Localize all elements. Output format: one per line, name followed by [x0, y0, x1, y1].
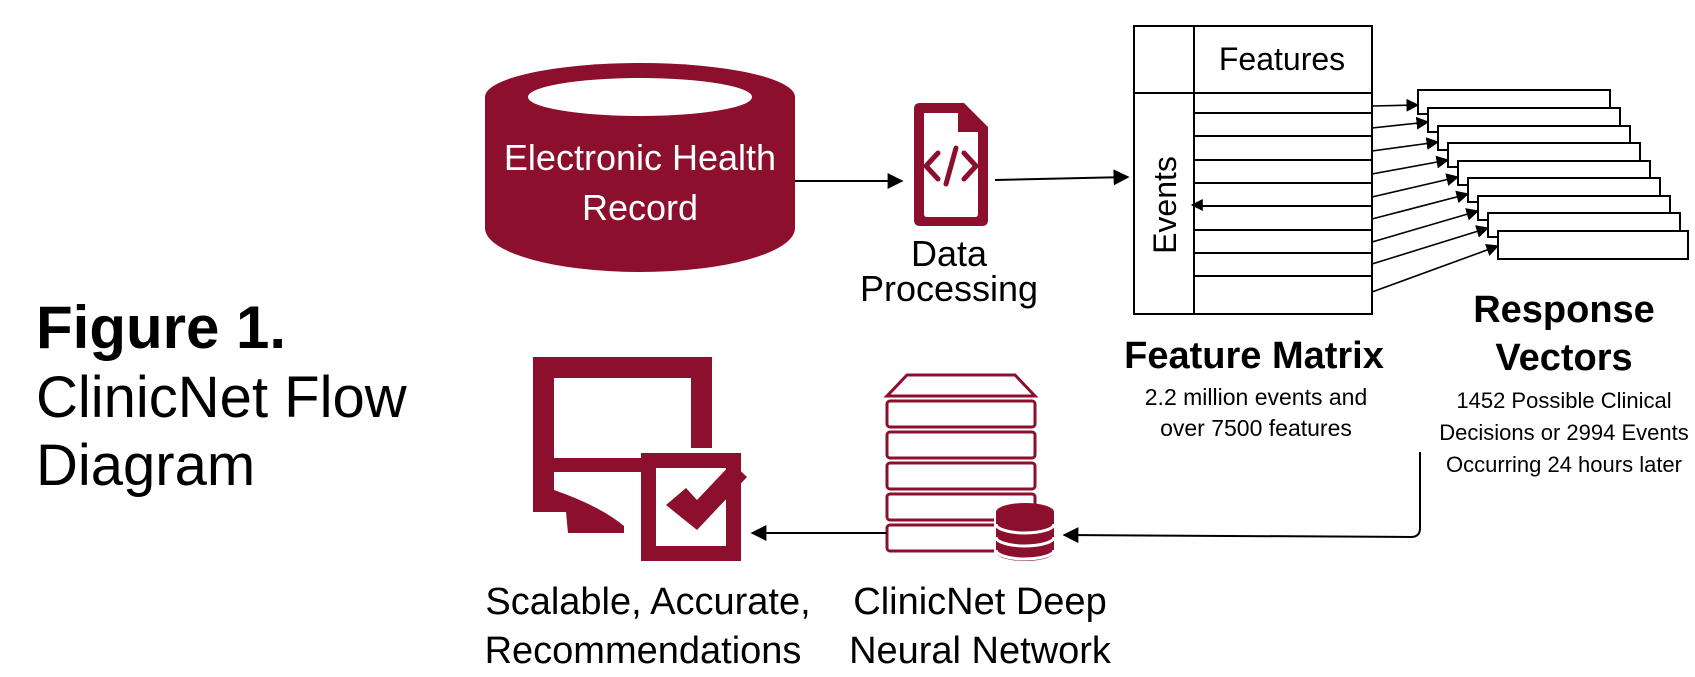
database-mini-icon — [994, 503, 1058, 562]
response-desc-line1: 1452 Possible Clinical — [1456, 388, 1671, 413]
figure-caption: Figure 1. ClinicNet Flow Diagram — [36, 292, 476, 501]
feature-matrix-table — [1133, 25, 1373, 315]
network-label-line1: ClinicNet Deep — [853, 581, 1106, 623]
monitor-checkbox-icon — [533, 357, 747, 561]
output-label-line1: Scalable, Accurate, — [485, 581, 810, 623]
figure-number: Figure 1. — [36, 294, 287, 361]
figure-title-line1: ClinicNet Flow — [36, 365, 407, 430]
matrix-title: Feature Matrix — [1124, 335, 1384, 377]
arrows-matrix-to-vectors — [1371, 98, 1500, 293]
arrow-vectors-to-network — [1062, 452, 1421, 544]
processing-label-line2: Processing — [860, 268, 1038, 309]
matrix-row-label: Events — [1147, 156, 1183, 254]
ehr-database-icon — [485, 63, 795, 272]
code-file-icon — [914, 103, 988, 226]
output-label-line2: Recommendations — [485, 630, 802, 672]
figure-title-line2: Diagram — [36, 433, 256, 499]
response-desc-line3: Occurring 24 hours later — [1446, 452, 1682, 477]
response-title-line2: Vectors — [1495, 337, 1632, 379]
arrow-processing-to-matrix — [994, 169, 1130, 186]
ehr-label-line1: Electronic Health — [504, 137, 776, 178]
ehr-label-line2: Record — [582, 187, 698, 228]
matrix-header: Features — [1219, 41, 1345, 77]
matrix-desc-line2: over 7500 features — [1160, 415, 1352, 441]
network-label-line2: Neural Network — [849, 630, 1112, 672]
server-stack-database-icon — [883, 373, 1039, 553]
response-vectors-stack — [1417, 89, 1689, 260]
processing-label-line1: Data — [911, 233, 988, 274]
matrix-desc-line1: 2.2 million events and — [1145, 384, 1367, 410]
response-desc-line2: Decisions or 2994 Events — [1439, 420, 1688, 445]
response-title-line1: Response — [1473, 289, 1655, 331]
